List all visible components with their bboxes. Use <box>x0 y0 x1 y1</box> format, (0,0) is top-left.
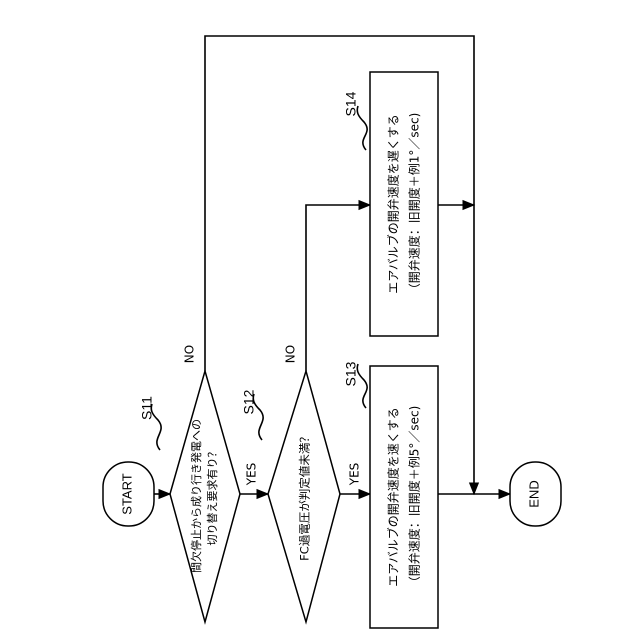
label-s11-yes: YES <box>245 463 259 487</box>
end-label: END <box>526 480 541 507</box>
process-s14-line1: エアバルブの開弁速度を遅くする <box>386 114 401 294</box>
end-terminal: END <box>510 462 561 526</box>
label-s12-no: NO <box>284 345 298 363</box>
arrow-s12-no-path <box>306 205 370 371</box>
process-s14-box <box>370 72 438 336</box>
process-s14: エアバルブの開弁速度を遅くする （開弁速度：旧開度＋例1°／sec) S14 <box>343 72 438 336</box>
decision-s11-step: S11 <box>139 396 155 420</box>
decision-s12-step: S12 <box>241 389 257 414</box>
process-s14-callout <box>357 106 367 150</box>
decision-s11-line2: 切り替え要求有り？ <box>205 447 219 546</box>
process-s13-box <box>370 366 438 628</box>
process-s13-step: S13 <box>343 361 359 386</box>
process-s14-step: S14 <box>343 91 359 116</box>
decision-s12: FC過電圧が判定値未満？ S12 <box>241 371 340 622</box>
label-s12-yes: YES <box>348 463 362 487</box>
start-terminal: START <box>103 462 154 526</box>
process-s14-line2: （開弁速度：旧開度＋例1°／sec) <box>407 113 422 296</box>
decision-s11-diamond <box>170 371 240 622</box>
process-s13-line2: （開弁速度：旧開度＋例5°／sec) <box>407 406 422 589</box>
process-s13-callout <box>357 364 367 408</box>
label-s11-no: NO <box>183 345 197 363</box>
start-label: START <box>119 473 134 514</box>
process-s13-line1: エアバルブの開弁速度を速くする <box>386 407 401 587</box>
decision-s12-line1: FC過電圧が判定値未満？ <box>298 431 312 561</box>
decision-s11-line1: 間欠停止から成り行き発電への <box>189 419 203 573</box>
